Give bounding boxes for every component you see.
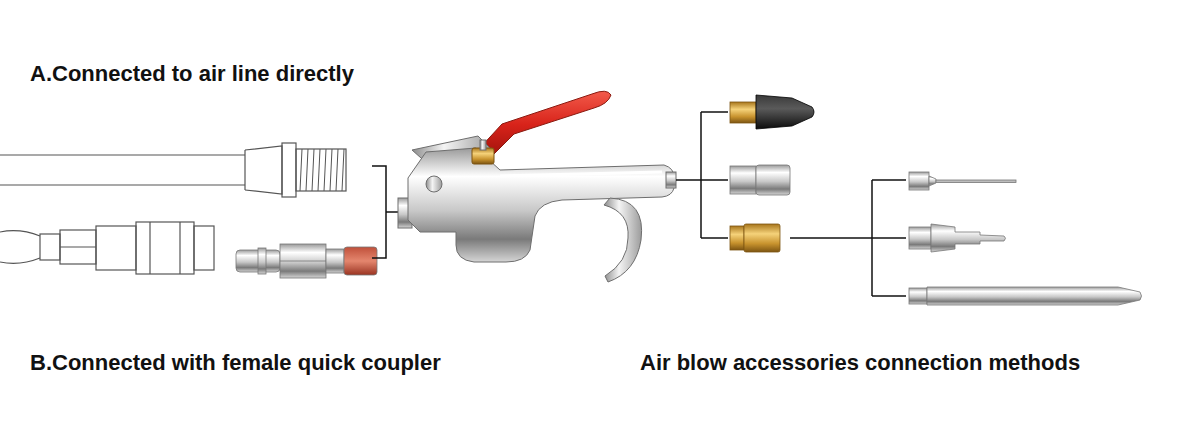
bracket-line <box>701 179 728 181</box>
thread-body <box>296 149 346 191</box>
finger-hook <box>604 198 642 282</box>
air-blow-gun <box>398 91 676 282</box>
bracket-line <box>872 179 906 181</box>
coupler-sleeve <box>136 222 194 274</box>
hex-crimp <box>60 230 96 264</box>
adapter-thread <box>730 166 756 194</box>
bracket-line <box>790 237 872 239</box>
inflation-needle <box>909 172 1016 190</box>
tube-thread <box>909 288 927 304</box>
coupler-body <box>96 226 136 270</box>
sealant-thread <box>344 247 377 275</box>
male-plug <box>236 244 377 278</box>
section-heading: Air blow accessories connection methods <box>640 349 1200 377</box>
crimp-ferrule <box>40 234 60 260</box>
plug-collar <box>326 249 344 273</box>
accessory-bracket <box>790 180 906 296</box>
plug-hex <box>280 244 326 278</box>
tapered-nozzle <box>909 224 1006 252</box>
bracket <box>372 166 400 258</box>
bracket-line <box>676 179 701 181</box>
bracket-line <box>372 166 386 258</box>
thread-line <box>306 149 308 191</box>
valve-stem <box>480 140 486 150</box>
needle-thread <box>909 172 929 190</box>
knurled-body <box>744 224 780 252</box>
thread-line <box>312 149 314 191</box>
thread-line <box>342 149 344 191</box>
coupler-hose <box>0 222 214 274</box>
thread-line <box>318 149 320 191</box>
body-highlight <box>500 172 662 176</box>
section-heading: B.Connected with female quick coupler <box>30 349 590 377</box>
tube-body <box>927 287 1142 305</box>
bracket-line <box>700 112 702 238</box>
fitting-sleeve <box>245 146 282 194</box>
steel-adapter <box>730 165 790 195</box>
needle-shaft <box>936 180 1016 183</box>
hex-edge <box>60 246 96 247</box>
thread-line <box>324 149 326 191</box>
hose-end <box>244 150 245 190</box>
sleeve-groove <box>149 222 150 274</box>
nozzle-body <box>931 224 1006 252</box>
nozzle-thread <box>909 227 931 249</box>
hex-edge <box>280 261 326 262</box>
hex-nut <box>282 143 296 197</box>
needle-collar <box>929 176 936 186</box>
thread-line <box>330 149 332 191</box>
thread-line <box>336 149 338 191</box>
brass-thread <box>730 102 756 123</box>
air-line-hose <box>0 143 346 197</box>
thread-lines <box>300 149 344 191</box>
bracket-line <box>872 237 906 239</box>
hose-edge <box>0 231 40 236</box>
thread-line <box>300 149 302 191</box>
hose-edge <box>0 258 40 263</box>
bracket-line <box>701 111 728 113</box>
coupler-mouth <box>194 226 214 270</box>
hose-edge <box>0 154 245 155</box>
rubber-cone <box>756 95 814 129</box>
section-heading: A.Connected to air line directly <box>30 60 590 88</box>
adapter-body <box>756 165 790 195</box>
hose-edge <box>0 184 245 185</box>
trigger-lever <box>478 91 611 158</box>
accessory-bracket <box>676 112 728 238</box>
adapter-thread <box>730 226 744 250</box>
bracket-line <box>701 237 728 239</box>
rubber-tip-nozzle <box>730 95 814 129</box>
plug-groove <box>258 248 266 274</box>
nozzle-tip <box>666 172 676 188</box>
extension-tube <box>909 287 1142 305</box>
sleeve-groove <box>179 222 180 274</box>
bracket-line <box>872 295 906 297</box>
pivot-pin <box>426 176 442 192</box>
brass-adapter <box>730 224 780 252</box>
